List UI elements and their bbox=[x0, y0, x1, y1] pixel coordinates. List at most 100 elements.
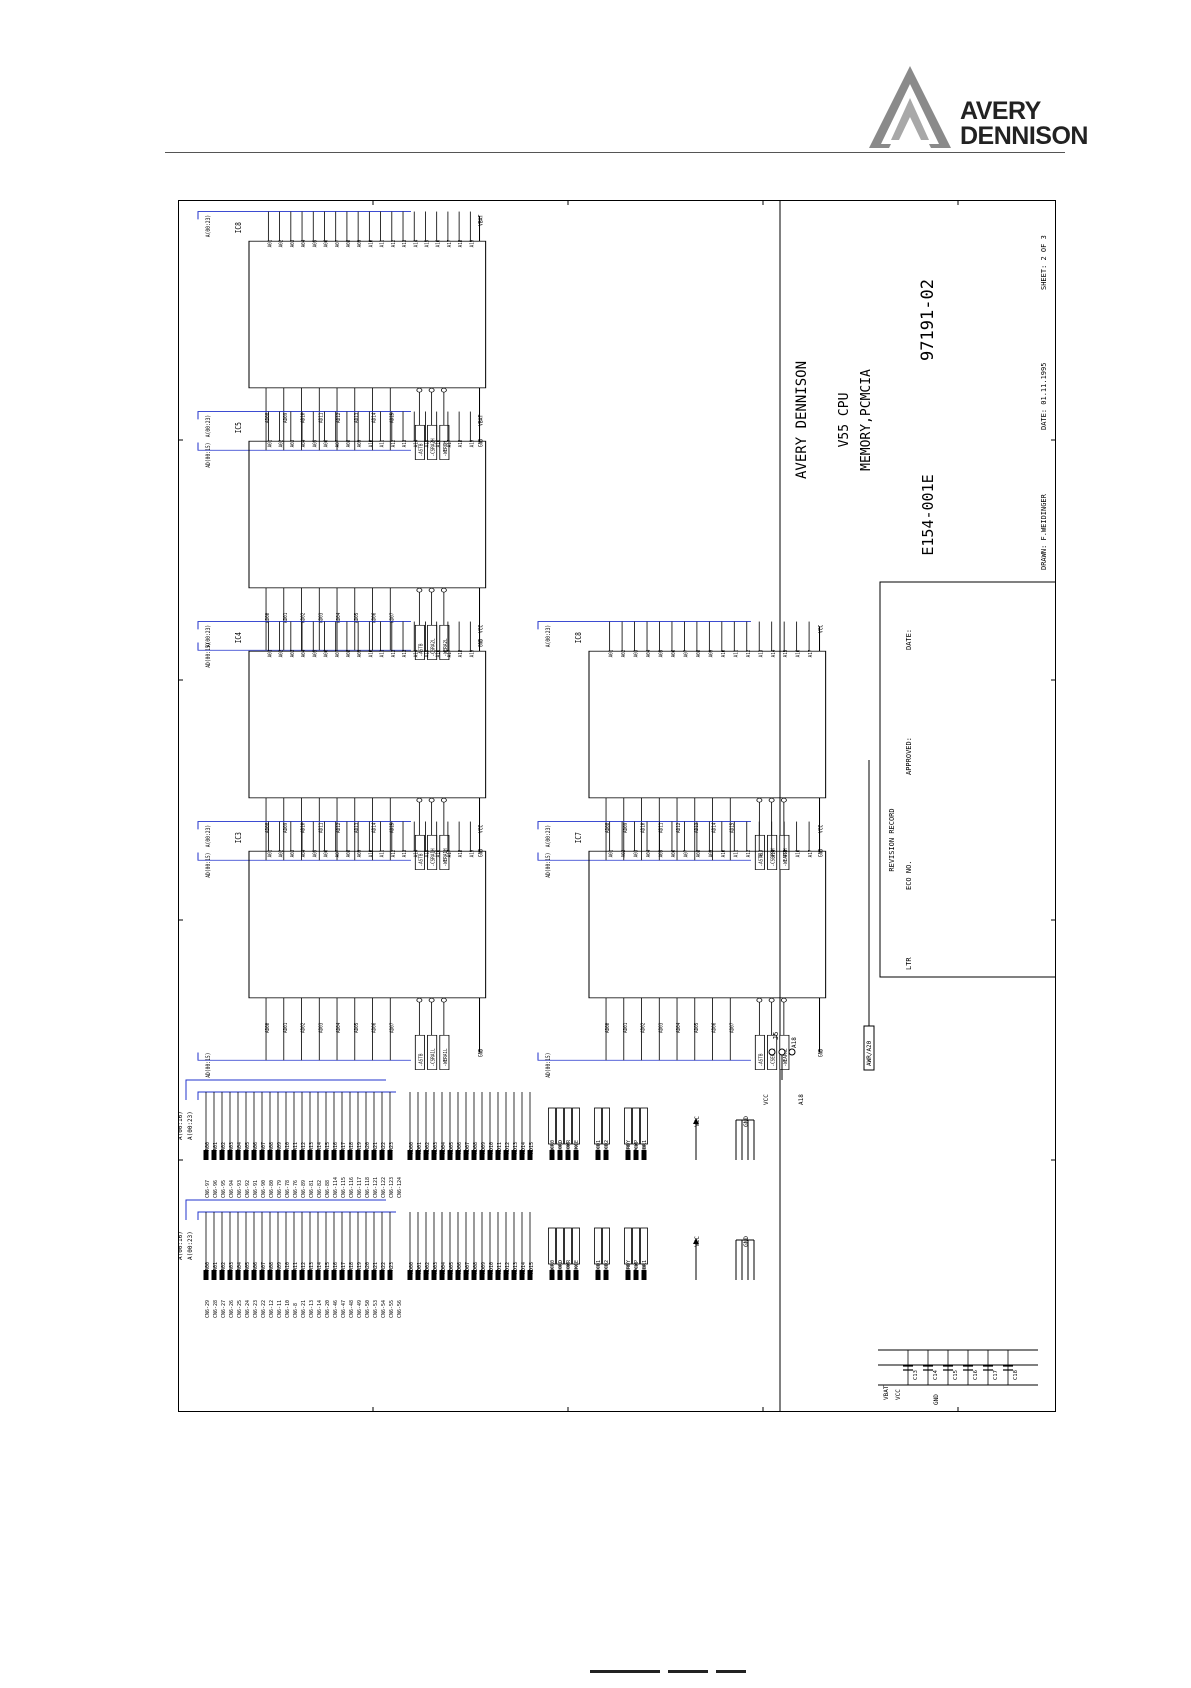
control-flag bbox=[427, 424, 438, 460]
connector-pin-label: CN6-118 bbox=[365, 1177, 371, 1198]
connector-pin-block bbox=[447, 1270, 453, 1280]
connector-ctrl-label: -PCRDY bbox=[626, 1140, 632, 1158]
cap-label: C16 bbox=[973, 1370, 979, 1380]
connector-data-label: AD12 bbox=[505, 1142, 511, 1154]
connector-pin-block bbox=[371, 1150, 377, 1160]
address-pin-label: A16 bbox=[435, 440, 442, 448]
connector-data-label: AD14 bbox=[521, 1262, 527, 1274]
data-pin-label: AD00 bbox=[265, 1023, 272, 1033]
connector-pin-block bbox=[479, 1270, 485, 1280]
connector-addr-label: A10 bbox=[285, 1262, 291, 1271]
connector-pin-block bbox=[235, 1270, 241, 1280]
control-pin-label: -WERA2L bbox=[442, 638, 449, 656]
data-pin-label: AD14 bbox=[711, 823, 718, 833]
connector-addr-label: A17 bbox=[341, 1142, 347, 1151]
connector-addr-label: A05 bbox=[245, 1262, 251, 1271]
connector-pin-block bbox=[447, 1150, 453, 1160]
data-pin-label: AD02 bbox=[300, 613, 307, 623]
data-bus-label: AD(00:15) bbox=[206, 642, 213, 667]
connector-pin-block bbox=[439, 1150, 445, 1160]
data-pin-label: AD03 bbox=[318, 613, 325, 623]
connector-addr-label: A08 bbox=[269, 1142, 275, 1151]
connector-pin-label: CN6-25 bbox=[237, 1300, 243, 1318]
data-pin-label: AD05 bbox=[693, 1023, 700, 1033]
connector-pin-label: CN6-13 bbox=[309, 1300, 315, 1318]
connector-pin-block bbox=[379, 1270, 385, 1280]
header-rule bbox=[165, 152, 1065, 153]
connector-ctrl-label: -PCCD1 bbox=[596, 1260, 602, 1278]
address-pin-label: A06 bbox=[323, 440, 330, 448]
address-pin-label: A10 bbox=[368, 650, 375, 658]
address-pin-label: A18 bbox=[458, 240, 465, 248]
connector-pin-label: CN6-94 bbox=[229, 1180, 235, 1198]
address-pin-label: A02 bbox=[621, 650, 628, 658]
chip-name: IC4 bbox=[233, 632, 243, 644]
page-header: AVERY DENNISON bbox=[0, 0, 1191, 160]
connector-pin-block bbox=[379, 1150, 385, 1160]
data-pin-label: AD14 bbox=[371, 413, 378, 423]
connector-pin-block bbox=[267, 1150, 273, 1160]
connector-pin-block bbox=[339, 1270, 345, 1280]
cap-label: C17 bbox=[993, 1370, 999, 1380]
data-pin-label: AD07 bbox=[729, 1023, 736, 1033]
control-pin-label: -WEAPRH bbox=[782, 848, 789, 866]
connector-ctrl-flag bbox=[564, 1227, 572, 1265]
control-pin-label: -ASTB bbox=[758, 1054, 765, 1067]
connector-pin-label: CN6-46 bbox=[333, 1300, 339, 1318]
address-pin-label: A03 bbox=[289, 650, 296, 658]
connector-pin-block bbox=[527, 1150, 533, 1160]
control-flag bbox=[414, 834, 425, 870]
address-pin-label: A13 bbox=[402, 650, 409, 658]
address-pin-label: A15 bbox=[424, 850, 431, 858]
gnd-label: GND bbox=[478, 849, 485, 857]
address-pin-label: A09 bbox=[708, 650, 715, 658]
control-flag bbox=[439, 1034, 450, 1070]
address-pin-label: A16 bbox=[795, 850, 802, 858]
chip-body bbox=[588, 650, 827, 799]
data-pin-label: AD01 bbox=[282, 1023, 289, 1033]
connector-ctrl-flag bbox=[594, 1227, 602, 1265]
address-pin-label: A04 bbox=[301, 240, 308, 248]
connector-ctrl-flag bbox=[640, 1227, 648, 1265]
connector-pin-block bbox=[291, 1150, 297, 1160]
address-pin-label: A09 bbox=[708, 850, 715, 858]
connector-pin-label: CN6-95 bbox=[221, 1180, 227, 1198]
connector-pin-label: CN6-117 bbox=[357, 1177, 363, 1198]
vcc-label: VCC bbox=[478, 625, 485, 633]
address-pin-label: A19 bbox=[469, 240, 476, 248]
connector-pin-label: CN6-10 bbox=[285, 1300, 291, 1318]
connector-pin-label: CN6-122 bbox=[381, 1177, 387, 1198]
connector-ctrl-flag bbox=[548, 1227, 556, 1265]
connector-addr-label: A14 bbox=[317, 1142, 323, 1151]
data-pin-label: AD00 bbox=[265, 613, 272, 623]
address-pin-label: A04 bbox=[301, 650, 308, 658]
connector-pin-block bbox=[455, 1270, 461, 1280]
connector-bus-label: A(00:16) bbox=[178, 1111, 184, 1140]
connector-pin-block bbox=[203, 1270, 209, 1280]
connector-pin-block bbox=[283, 1270, 289, 1280]
connector-pin-label: CN6-23 bbox=[253, 1300, 259, 1318]
data-pin-label: AD02 bbox=[640, 1023, 647, 1033]
cap-label: C14 bbox=[933, 1369, 939, 1380]
connector-pin-block bbox=[363, 1270, 369, 1280]
address-pin-label: A02 bbox=[278, 850, 285, 858]
title-line-2: MEMORY,PCMCIA bbox=[859, 369, 874, 471]
address-pin-label: A03 bbox=[289, 440, 296, 448]
jumper-pin bbox=[788, 1048, 796, 1056]
connector-pin-label: CN6-29 bbox=[205, 1300, 211, 1318]
chip-name: IC7 bbox=[573, 832, 583, 843]
data-pin-label: AD05 bbox=[353, 613, 360, 623]
connector-ctrl-flag bbox=[548, 1107, 556, 1145]
chip-name: IC3 bbox=[233, 832, 243, 843]
chip-body bbox=[248, 850, 487, 999]
connector-addr-label: A19 bbox=[357, 1142, 363, 1151]
connector-data-label: AD06 bbox=[457, 1262, 463, 1274]
connector-ctrl-flag bbox=[632, 1227, 640, 1265]
vcc-arrow-icon bbox=[693, 1118, 699, 1124]
connector-pin-block bbox=[355, 1150, 361, 1160]
address-pin-label: A13 bbox=[402, 440, 409, 448]
